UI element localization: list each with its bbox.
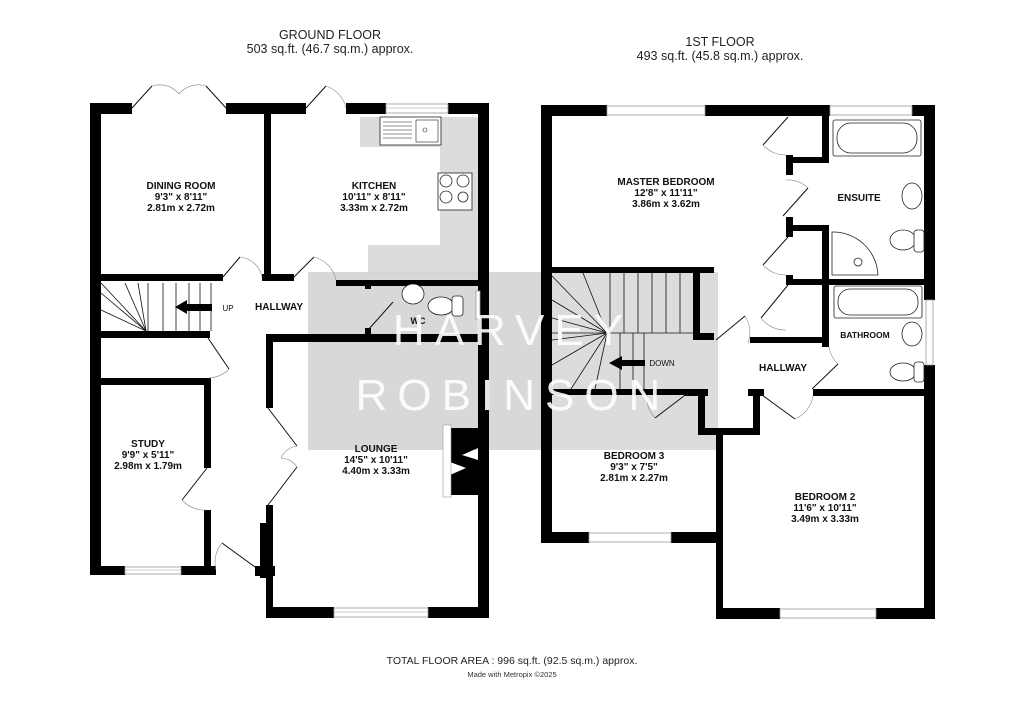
bedroom-2-metric: 3.49m x 3.33m (791, 514, 859, 525)
ensuite-basin-icon (901, 182, 923, 210)
ground-floor-title: GROUND FLOOR (278, 28, 382, 42)
bathroom-toilet-icon (889, 362, 917, 382)
kitchen-label: KITCHEN (352, 181, 396, 192)
bedroom-2-label: BEDROOM 2 (795, 492, 856, 503)
master-bedroom-label: MASTER BEDROOM (617, 177, 714, 188)
master-bedroom-metric: 3.86m x 3.62m (632, 199, 700, 210)
wc-basin-icon (401, 283, 425, 305)
first-floor-plan: MASTER BEDROOM 12'8" x 11'11" 3.86m x 3.… (541, 105, 935, 619)
stairs-up-arrow-icon (175, 300, 212, 314)
first-floor-area: 493 sq.ft. (45.8 sq.m.) approx. (636, 49, 804, 63)
kitchen-hob-icon (437, 172, 473, 211)
bathroom-label: BATHROOM (840, 330, 889, 340)
shower-icon (831, 231, 879, 276)
bedroom-3-metric: 2.81m x 2.27m (600, 473, 668, 484)
stairs-up-label: UP (222, 304, 233, 313)
dining-room-imperial: 9'3" x 8'11" (155, 192, 208, 203)
bedroom-2-imperial: 11'6" x 10'11" (793, 503, 856, 514)
ensuite-label: ENSUITE (837, 193, 881, 204)
first-floor-title: 1ST FLOOR (685, 35, 755, 49)
first-floor-header: 1ST FLOOR 493 sq.ft. (45.8 sq.m.) approx… (590, 35, 850, 63)
stairs-down-arrow-icon (609, 356, 645, 370)
first-hallway-label: HALLWAY (759, 363, 807, 374)
watermark: HARVEY ROBINSON (356, 306, 671, 420)
lounge-label: LOUNGE (355, 444, 398, 455)
wc-label: WC (411, 316, 426, 326)
kitchen-imperial: 10'11" x 8'11" (342, 192, 405, 203)
master-bedroom-imperial: 12'8" x 11'11" (634, 188, 697, 199)
study-label: STUDY (131, 439, 165, 450)
bedroom-3-imperial: 9'3" x 7'5" (610, 462, 658, 473)
first-floor-stairs (551, 272, 693, 390)
total-floor-area: TOTAL FLOOR AREA : 996 sq.ft. (92.5 sq.m… (386, 655, 638, 667)
ensuite-toilet-icon (889, 229, 917, 251)
dining-room-label: DINING ROOM (147, 181, 216, 192)
lounge-metric: 4.40m x 3.33m (342, 466, 410, 477)
study-metric: 2.98m x 1.79m (114, 461, 182, 472)
lounge-imperial: 14'5" x 10'11" (344, 455, 408, 466)
watermark-line1: HARVEY (393, 306, 633, 355)
bathroom-basin-icon (901, 321, 923, 347)
dining-room-metric: 2.81m x 2.72m (147, 203, 215, 214)
kitchen-metric: 3.33m x 2.72m (340, 203, 408, 214)
ground-hallway-label: HALLWAY (255, 302, 303, 313)
ground-floor-header: GROUND FLOOR 503 sq.ft. (46.7 sq.m.) app… (180, 28, 480, 56)
ground-stairs (100, 282, 212, 332)
kitchen-sink-icon (379, 116, 442, 146)
watermark-line2: ROBINSON (356, 371, 671, 420)
ground-floor-area: 503 sq.ft. (46.7 sq.m.) approx. (246, 42, 414, 56)
study-imperial: 9'9" x 5'11" (122, 450, 175, 461)
stairs-down-label: DOWN (649, 359, 675, 368)
bedroom-3-label: BEDROOM 3 (604, 451, 665, 462)
credit-text: Made with Metropix ©2025 (467, 670, 557, 679)
